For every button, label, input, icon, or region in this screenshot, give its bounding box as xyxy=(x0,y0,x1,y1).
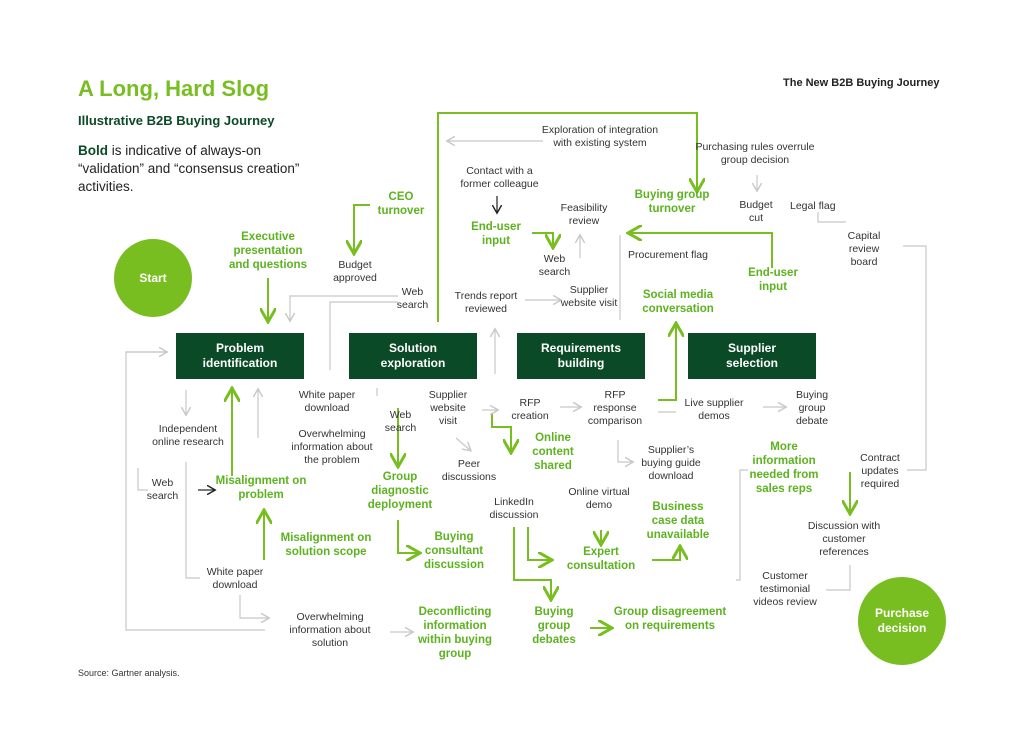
activity-exploration-integration: Exploration of integration with existing… xyxy=(541,124,659,149)
activity-web-search: Web search xyxy=(384,409,417,434)
purchase-decision-circle: Purchase decision xyxy=(858,577,946,665)
activity-web-search: Web search xyxy=(146,477,179,502)
activity-suppliers-buying-guide: Supplier’s buying guide download xyxy=(641,444,701,482)
stage-problem-label: Problem identification xyxy=(202,341,278,370)
stage-solution-exploration: Solution exploration xyxy=(349,333,477,379)
activity-rfp-creation: RFP creation xyxy=(511,397,549,422)
activity-peer-discussions: Peer discussions xyxy=(441,458,497,483)
validation-end-user-input: End-user input xyxy=(471,221,521,247)
stage-supplier-label: Supplier selection xyxy=(725,341,779,370)
legend-note-bold: Bold xyxy=(78,143,108,158)
activity-purchasing-rules: Purchasing rules overrule group decision xyxy=(695,141,815,166)
validation-online-content-shared: Online content shared xyxy=(532,432,574,472)
legend-note-text: is indicative of always-on “validation” … xyxy=(78,143,300,194)
validation-social-media: Social media conversation xyxy=(642,289,714,315)
validation-ceo-turnover: CEO turnover xyxy=(377,191,425,217)
validation-end-user-input: End-user input xyxy=(748,267,798,293)
activity-web-search: Web search xyxy=(538,253,571,278)
activity-supplier-website-visit: Supplier website visit xyxy=(428,389,468,427)
validation-buying-group-debates: Buying group debates xyxy=(532,606,576,646)
activity-capital-review-board: Capital review board xyxy=(847,230,881,268)
activity-rfp-response-comparison: RFP response comparison xyxy=(587,389,643,427)
activity-overwhelming-problem: Overwhelming information about the probl… xyxy=(291,428,373,466)
activity-testimonial-videos: Customer testimonial videos review xyxy=(753,570,817,608)
activity-linkedin-discussion: LinkedIn discussion xyxy=(489,496,539,521)
stage-problem-identification: Problem identification xyxy=(176,333,304,379)
activity-contract-updates: Contract updates required xyxy=(860,452,900,490)
legend-note: Bold is indicative of always-on “validat… xyxy=(78,142,308,196)
activity-white-paper-download: White paper download xyxy=(298,389,356,414)
activity-supplier-website-visit: Supplier website visit xyxy=(560,284,618,309)
source-note: Source: Gartner analysis. xyxy=(78,668,180,678)
activity-customer-references: Discussion with customer references xyxy=(807,520,881,558)
activity-online-virtual-demo: Online virtual demo xyxy=(568,486,630,511)
validation-expert-consultation: Expert consultation xyxy=(566,546,636,572)
validation-misalignment-scope: Misalignment on solution scope xyxy=(280,532,372,558)
activity-budget-cut: Budget cut xyxy=(739,199,773,224)
validation-business-case: Business case data unavailable xyxy=(646,501,710,541)
stage-supplier-selection: Supplier selection xyxy=(688,333,816,379)
activity-web-search: Web search xyxy=(396,286,429,311)
page-subtitle: Illustrative B2B Buying Journey xyxy=(78,113,275,128)
validation-group-disagreement: Group disagreement on requirements xyxy=(613,606,727,632)
activity-live-supplier-demos: Live supplier demos xyxy=(684,397,744,422)
purchase-decision-label: Purchase decision xyxy=(874,606,930,635)
activity-independent-research: Independent online research xyxy=(152,423,224,448)
activity-buying-group-debate: Buying group debate xyxy=(795,389,829,427)
validation-buying-group-turnover: Buying group turnover xyxy=(634,189,710,215)
validation-buying-consultant: Buying consultant discussion xyxy=(423,531,485,571)
activity-contact-colleague: Contact with a former colleague xyxy=(460,165,539,190)
brand-label: The New B2B Buying Journey xyxy=(783,77,940,89)
activity-overwhelming-solution: Overwhelming information about solution xyxy=(289,611,371,649)
validation-misalignment-problem: Misalignment on problem xyxy=(215,475,307,501)
activity-white-paper-download: White paper download xyxy=(206,566,264,591)
stage-solution-label: Solution exploration xyxy=(380,341,446,370)
validation-deconflicting: Deconflicting information within buying … xyxy=(417,606,493,660)
activity-legal-flag: Legal flag xyxy=(790,200,836,212)
stage-requirements-building: Requirements building xyxy=(517,333,645,379)
activity-budget-approved: Budget approved xyxy=(333,259,377,284)
activity-feasibility-review: Feasibility review xyxy=(560,202,608,227)
validation-more-info-sales-reps: More information needed from sales reps xyxy=(749,441,819,495)
page-title: A Long, Hard Slog xyxy=(78,76,270,101)
activity-trends-report: Trends report reviewed xyxy=(454,290,518,315)
start-circle: Start xyxy=(114,239,192,317)
validation-group-diagnostic: Group diagnostic deployment xyxy=(367,471,433,511)
validation-exec-presentation: Executive presentation and questions xyxy=(229,231,307,271)
activity-procurement-flag: Procurement flag xyxy=(628,249,708,261)
stage-requirements-label: Requirements building xyxy=(540,341,622,370)
